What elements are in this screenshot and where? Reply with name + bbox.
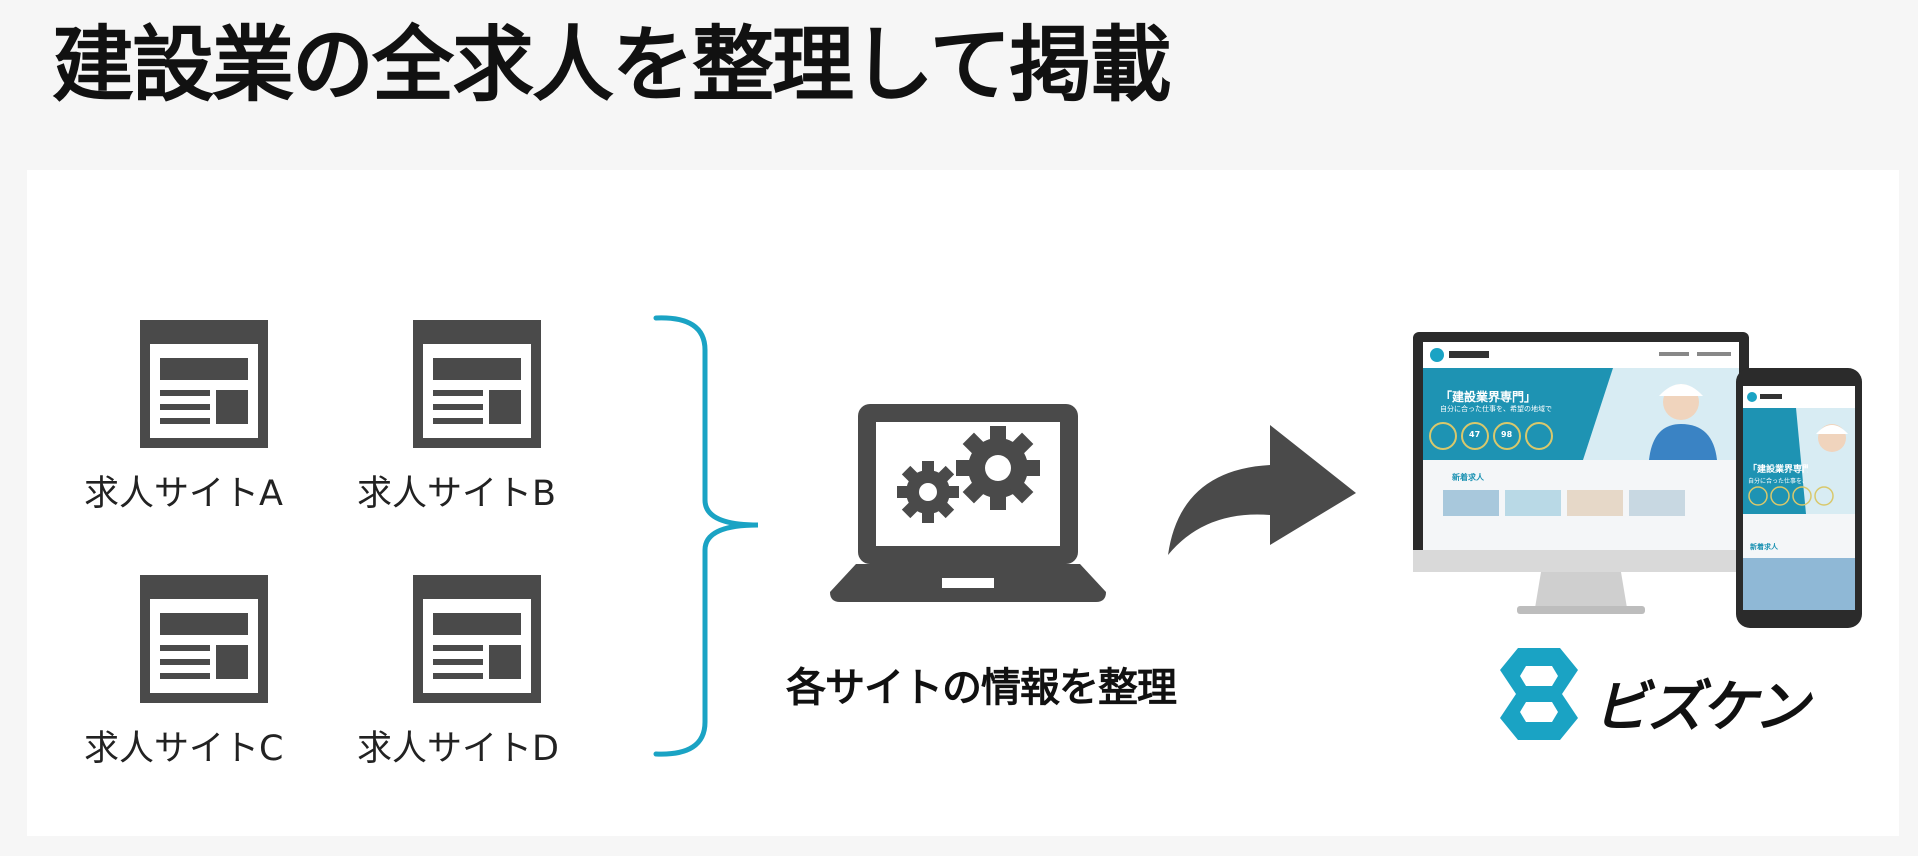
screen-section: 新着求人 <box>1452 473 1484 482</box>
webpage-icon <box>140 575 268 703</box>
webpage-icon <box>140 320 268 448</box>
screen-subline: 自分に合った仕事を、希望の地域で <box>1440 405 1552 413</box>
brand-name: ビズケン <box>1593 675 1809 740</box>
site-label-b: 求人サイトB <box>357 474 557 514</box>
phone-mockup <box>1736 368 1862 628</box>
brace-icon <box>653 315 759 757</box>
brand-logo-icon <box>1500 648 1578 740</box>
page-title: 建設業の全求人を整理して掲載 <box>52 17 1172 113</box>
monitor-mockup <box>1413 332 1749 614</box>
phone-headline: 「建設業界専門」 <box>1748 465 1808 475</box>
laptop-gears-icon <box>830 404 1106 602</box>
site-label-c: 求人サイトC <box>84 729 284 769</box>
site-label-a: 求人サイトA <box>84 474 283 514</box>
screen-stat: 47 <box>1469 430 1481 439</box>
site-label-d: 求人サイトD <box>357 729 559 769</box>
process-caption: 各サイトの情報を整理 <box>786 664 1177 711</box>
webpage-icon <box>413 320 541 448</box>
curved-arrow-icon <box>1168 425 1356 555</box>
screen-headline: 「建設業界専門」 <box>1440 390 1537 404</box>
screen-stat: 98 <box>1501 430 1513 439</box>
phone-subline: 自分に合った仕事を、希望の地域で <box>1748 478 1804 485</box>
phone-section: 新着求人 <box>1750 543 1778 551</box>
webpage-icon <box>413 575 541 703</box>
